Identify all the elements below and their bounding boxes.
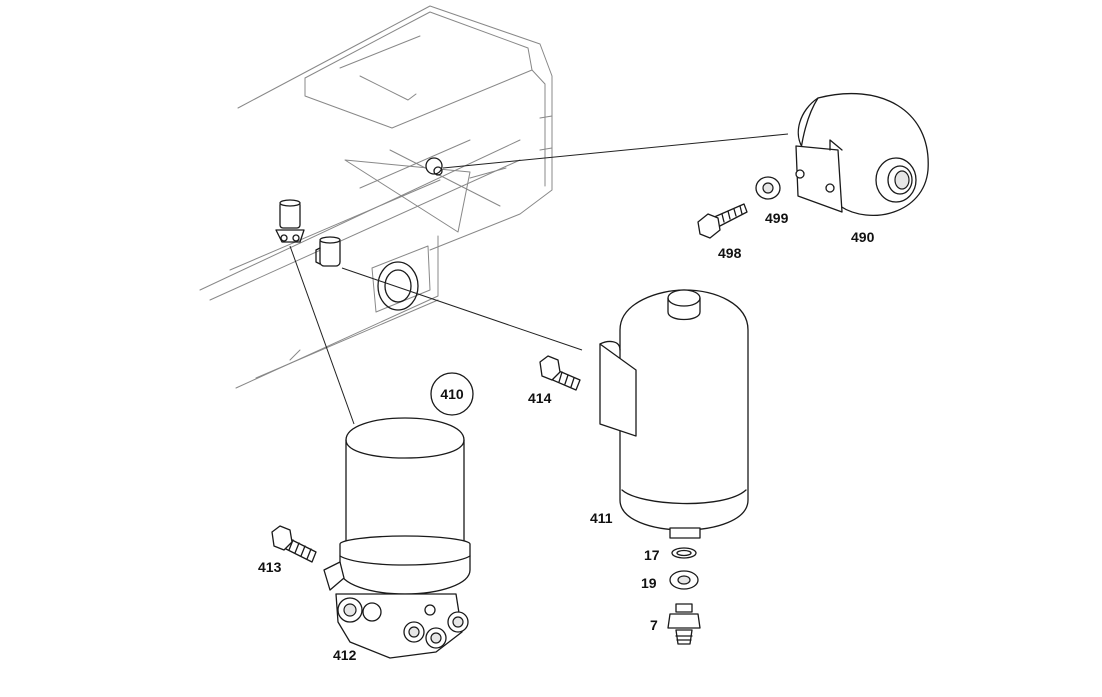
label-19: 19 (641, 575, 657, 591)
label-490: 490 (851, 229, 875, 245)
label-411: 411 (590, 510, 613, 526)
part-411-tank (599, 289, 749, 539)
part-413-bolt (271, 525, 317, 563)
label-498: 498 (718, 245, 742, 261)
wheel-hub (371, 245, 431, 313)
part-499-washer (755, 176, 781, 200)
mounted-valve-icon (425, 157, 443, 176)
label-414: 414 (528, 390, 552, 406)
label-499: 499 (765, 210, 789, 226)
label-17: 17 (644, 547, 660, 563)
leader-lines (289, 133, 789, 425)
vehicle-outline (199, 5, 553, 389)
mounted-dryer-icon (275, 199, 305, 243)
label-413: 413 (258, 559, 282, 575)
part-7-fitting (667, 603, 701, 645)
part-17-seal (671, 547, 697, 559)
callout-410: 410 (430, 372, 474, 416)
label-7: 7 (650, 617, 658, 633)
label-410: 410 (440, 386, 464, 402)
leader-411 (341, 267, 583, 351)
part-414-bolt (539, 355, 581, 391)
leader-412 (289, 245, 355, 425)
label-412: 412 (333, 647, 357, 663)
part-19-washer (669, 570, 699, 590)
part-498-bolt (697, 203, 748, 239)
part-412-air-dryer (323, 417, 471, 659)
mounted-tank-icon (315, 236, 341, 267)
leader-490 (442, 133, 789, 169)
part-490-valve (795, 93, 929, 216)
